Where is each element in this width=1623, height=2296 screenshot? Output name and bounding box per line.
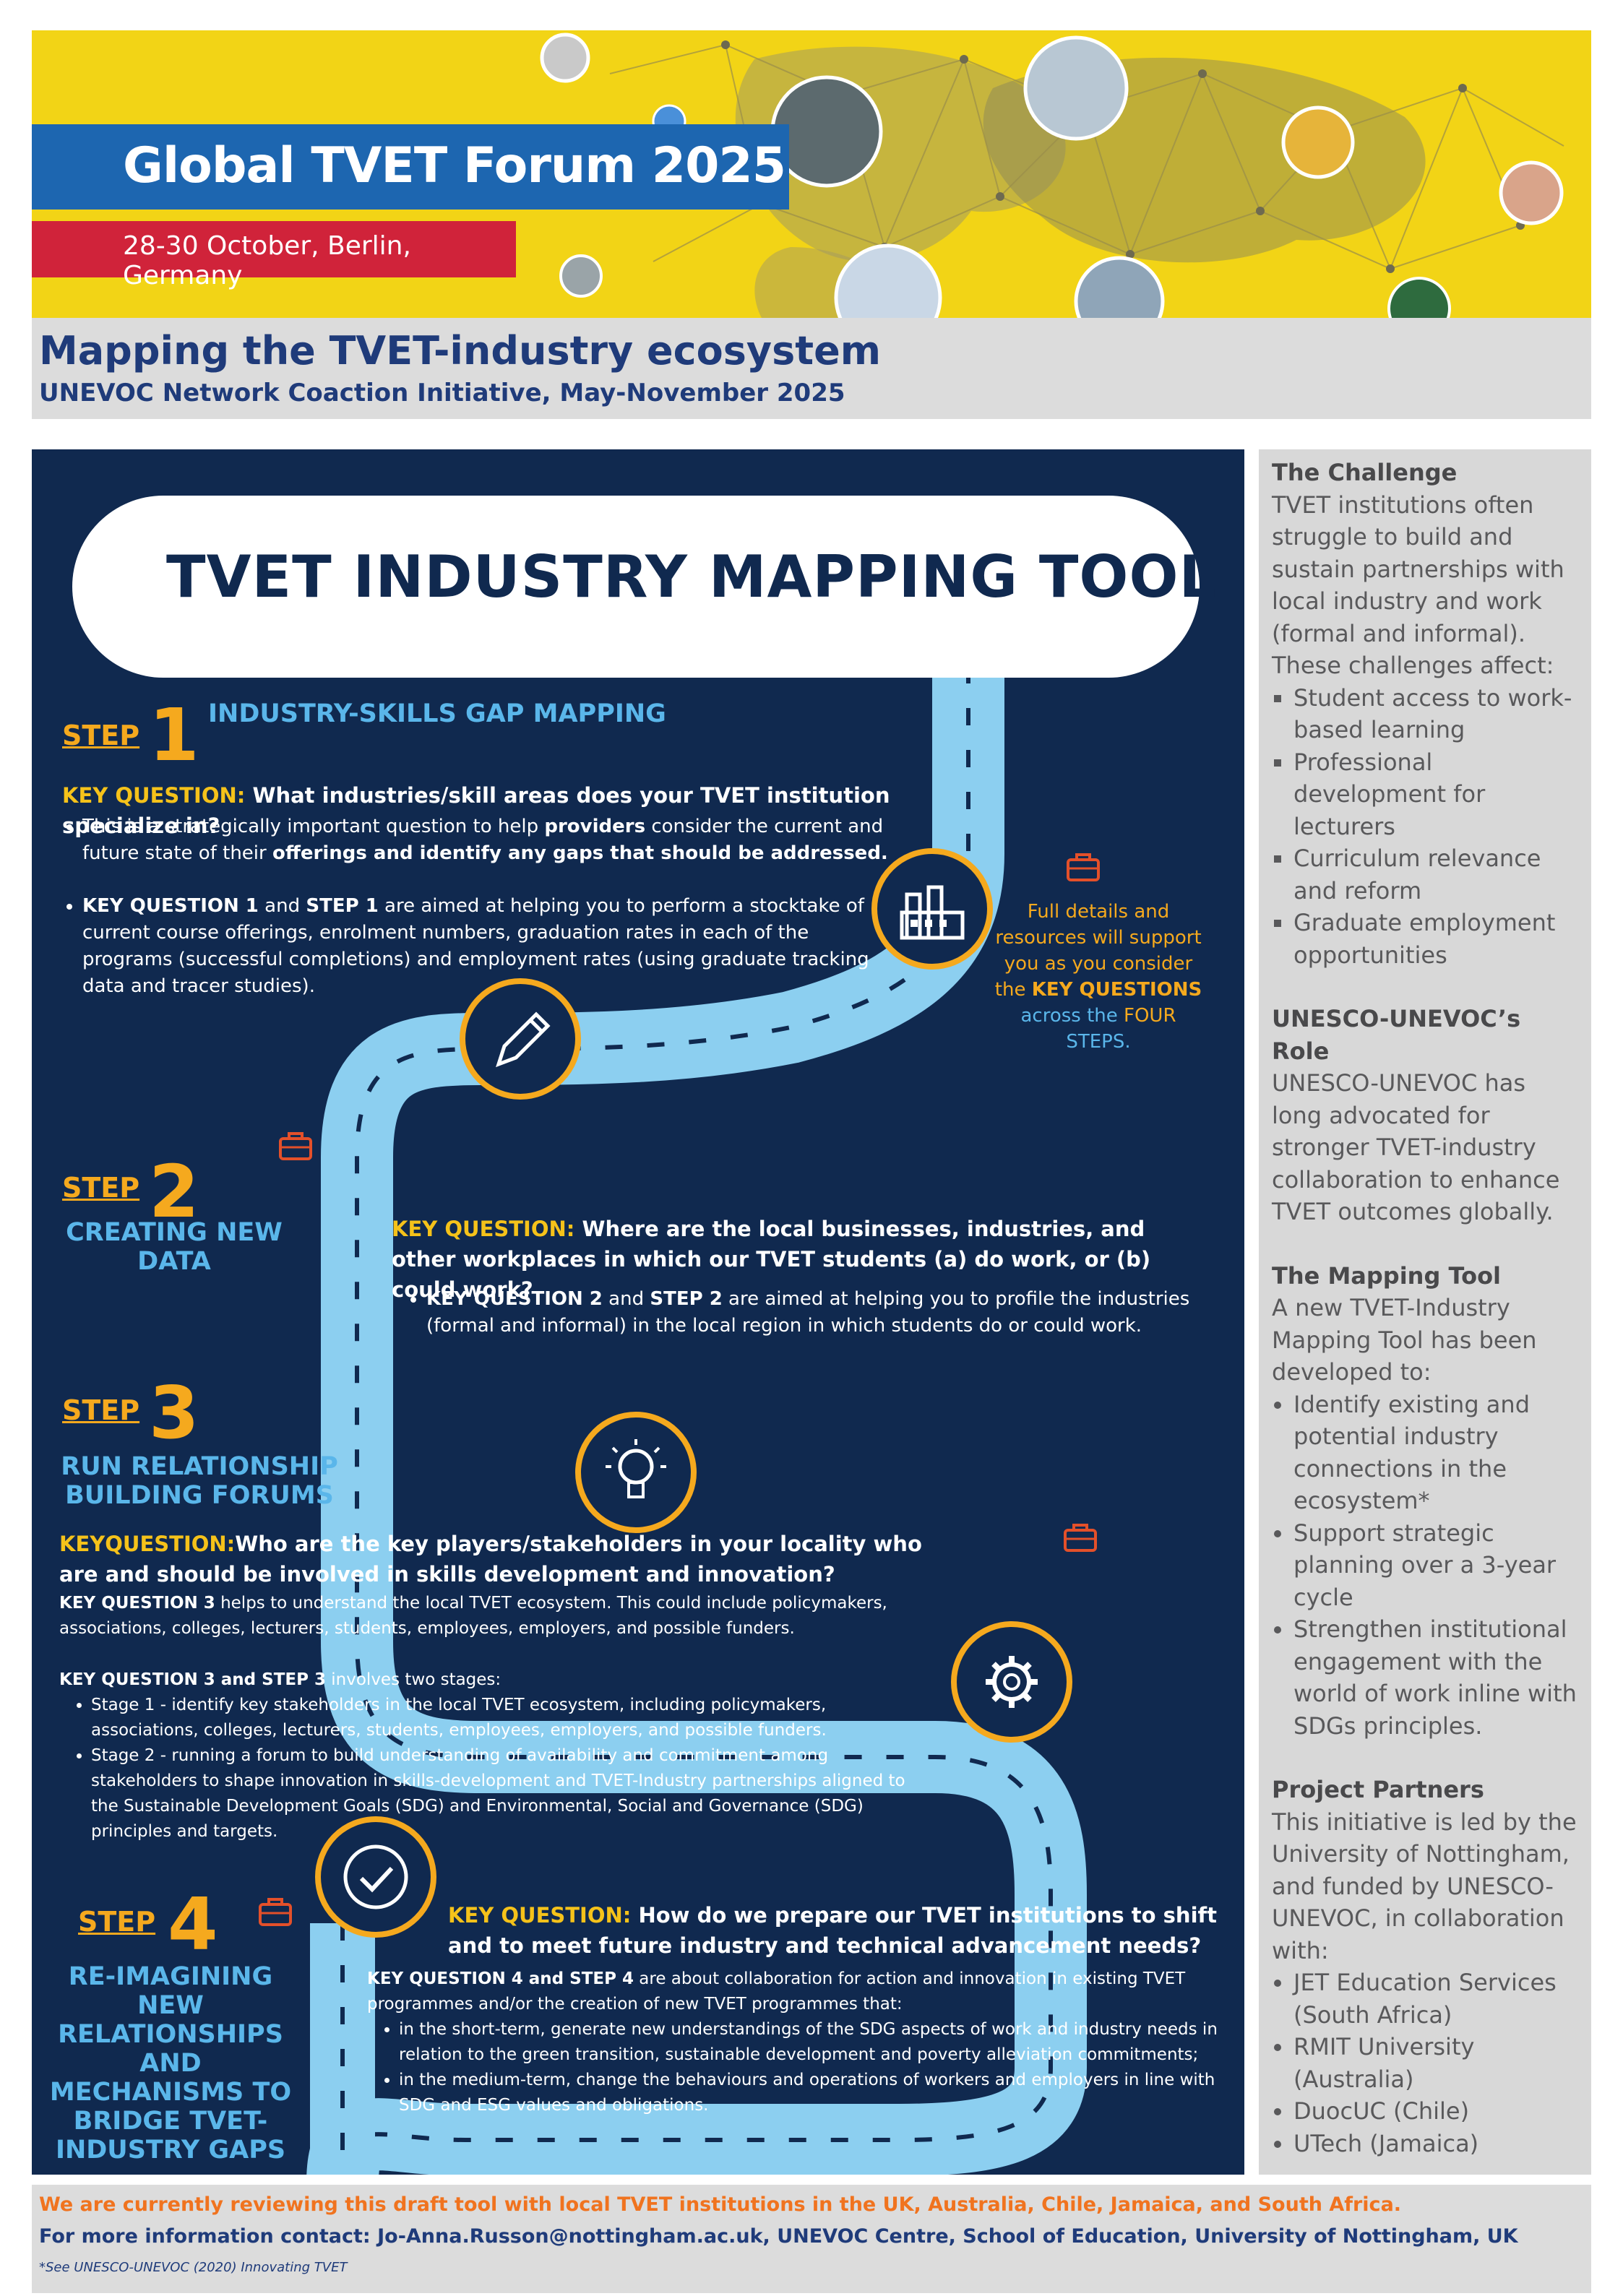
banner-dates: 28-30 October, Berlin, Germany	[123, 231, 411, 290]
partner-item: JET Education Services (South Africa)	[1293, 1967, 1583, 2031]
step-3-title: RUN RELATIONSHIP BUILDING FORUMS	[61, 1452, 338, 1510]
role-text: UNESCO-UNEVOC has long advocated for str…	[1272, 1069, 1560, 1225]
mapping-tool-item: Identify existing and potential industry…	[1293, 1389, 1583, 1517]
challenge-item: Graduate employment opportunities	[1293, 907, 1583, 971]
mapping-tool-item: Support strategic planning over a 3-year…	[1293, 1517, 1583, 1614]
step-1-title: INDUSTRY-SKILLS GAP MAPPING	[208, 699, 666, 728]
lightbulb-icon	[575, 1412, 697, 1533]
challenge-item: Curriculum relevance and reform	[1293, 842, 1583, 907]
challenge-list: Student access to work-based learningPro…	[1272, 682, 1583, 972]
banner-title: Global TVET Forum 2025	[123, 137, 786, 194]
checkmark-icon	[315, 1816, 436, 1938]
challenge-item: Student access to work-based learning	[1293, 682, 1583, 746]
step-4-label: STEP	[78, 1906, 156, 1938]
step-4-title: RE-IMAGINING NEW RELATIONSHIPS AND MECHA…	[49, 1962, 292, 2165]
step-4-key-question: KEY QUESTION: How do we prepare our TVET…	[448, 1903, 1218, 1958]
step-2-title: CREATING NEW DATA	[66, 1218, 283, 1276]
partners-list: JET Education Services (South Africa)RMI…	[1272, 1967, 1583, 2159]
step-1-key-question: KEY QUESTION: What industries/skill area…	[62, 783, 890, 838]
factory-icon	[871, 848, 993, 970]
step-1-label: STEP	[62, 720, 140, 751]
step-1-body: This is a strategically important questi…	[53, 813, 892, 1000]
step-4-body: KEY QUESTION 4 and STEP 4 are about coll…	[367, 1967, 1227, 2118]
step-1-number: 1	[149, 693, 199, 777]
step-2-key-question: KEY QUESTION: Where are the local busine…	[392, 1217, 1151, 1302]
partner-item: DuocUC (Chile)	[1293, 2095, 1583, 2128]
resources-note: Full details and resources will support …	[994, 901, 1202, 1053]
step-3-key-question: KEYQUESTION:Who are the key players/stak…	[59, 1532, 922, 1587]
page-subtitle: UNEVOC Network Coaction Initiative, May-…	[39, 379, 845, 407]
gear-icon	[951, 1621, 1072, 1743]
step-2-body: KEY QUESTION 2 and STEP 2 are aimed at h…	[397, 1286, 1200, 1339]
tool-title: TVET INDUSTRY MAPPING TOOL	[166, 543, 1217, 610]
challenge-heading: The Challenge	[1272, 459, 1458, 486]
step-3-label: STEP	[62, 1394, 140, 1426]
banner-graphic	[540, 33, 1564, 318]
page-title: Mapping the TVET-industry ecosystem	[39, 328, 881, 374]
stage-2-item: Stage 2 - running a forum to build under…	[91, 1743, 926, 1844]
medium-term-item: in the medium-term, change the behaviour…	[399, 2068, 1227, 2118]
partner-item: UTech (Jamaica)	[1293, 2128, 1583, 2160]
mapping-tool-list: Identify existing and potential industry…	[1272, 1389, 1583, 1743]
tool-title-pill: TVET INDUSTRY MAPPING TOOL	[72, 496, 1215, 678]
mapping-tool-text: A new TVET-Industry Mapping Tool has bee…	[1272, 1294, 1537, 1386]
sidebar: The Challenge TVET institutions often st…	[1259, 449, 1591, 2175]
role-heading: UNESCO-UNEVOC’s Role	[1272, 1005, 1521, 1065]
review-note: We are currently reviewing this draft to…	[39, 2193, 1402, 2216]
footer: We are currently reviewing this draft to…	[32, 2185, 1591, 2293]
partner-item: RMIT University (Australia)	[1293, 2031, 1583, 2095]
mapping-tool-item: Strengthen institutional engagement with…	[1293, 1613, 1583, 1742]
step-3-number: 3	[149, 1371, 199, 1455]
banner-dates-bar: 28-30 October, Berlin, Germany	[32, 221, 516, 290]
step-4-number: 4	[168, 1882, 218, 1967]
toolbox-icon	[1067, 853, 1100, 881]
short-term-item: in the short-term, generate new understa…	[399, 2017, 1227, 2068]
mapping-tool-panel	[32, 449, 1244, 2175]
step-3-body: KEY QUESTION 3 helps to understand the l…	[59, 1591, 926, 1844]
toolbox-icon	[1064, 1524, 1097, 1552]
header: Mapping the TVET-industry ecosystem UNEV…	[32, 318, 1591, 419]
challenge-item: Professional development for lecturers	[1293, 746, 1583, 843]
toolbox-icon	[279, 1132, 312, 1160]
stage-1-item: Stage 1 - identify key stakeholders in t…	[91, 1693, 926, 1743]
challenge-text: TVET institutions often struggle to buil…	[1272, 491, 1564, 680]
step-2-number: 2	[149, 1149, 199, 1234]
contact-info: For more information contact: Jo-Anna.Ru…	[39, 2225, 1518, 2248]
pencil-icon	[460, 978, 581, 1100]
partners-heading: Project Partners	[1272, 1776, 1484, 1803]
partners-text: This initiative is led by the University…	[1272, 1808, 1577, 1964]
road-graphic	[306, 630, 1087, 2175]
banner-title-bar: Global TVET Forum 2025	[32, 124, 789, 210]
mapping-tool-heading: The Mapping Tool	[1272, 1261, 1502, 1290]
photo-circles	[540, 33, 1564, 318]
toolbox-icon	[259, 1898, 292, 1926]
step-2-label: STEP	[62, 1172, 140, 1204]
footnote: *See UNESCO-UNEVOC (2020) Innovating TVE…	[39, 2260, 348, 2275]
